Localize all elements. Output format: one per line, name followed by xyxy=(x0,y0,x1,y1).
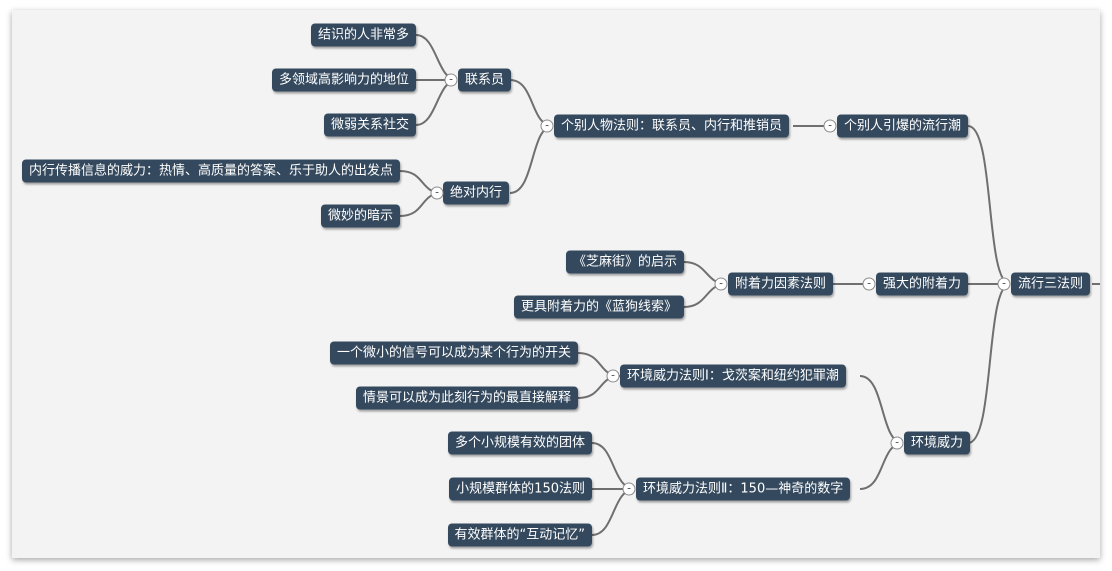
topic-node[interactable]: 附着力因素法则 xyxy=(728,272,834,296)
leaf-node[interactable]: 多领域高影响力的地位 xyxy=(271,68,416,92)
leaf-node[interactable]: 微妙的暗示 xyxy=(320,204,400,228)
branch-node[interactable]: 个别人引爆的流行潮 xyxy=(837,114,969,138)
subtopic-node[interactable]: 联系员 xyxy=(458,68,512,92)
branch-node[interactable]: 环境威力 xyxy=(904,431,971,455)
collapse-toggle[interactable]: - xyxy=(890,436,904,450)
collapse-toggle[interactable]: - xyxy=(540,119,554,133)
leaf-node[interactable]: 有效群体的“互动记忆” xyxy=(447,523,592,547)
collapse-toggle[interactable]: - xyxy=(444,73,458,87)
root-node[interactable]: 流行三法则 xyxy=(1011,272,1091,296)
collapse-toggle[interactable]: - xyxy=(430,186,444,200)
leaf-node[interactable]: 微弱关系社交 xyxy=(323,113,416,137)
leaf-node[interactable]: 结识的人非常多 xyxy=(310,23,416,47)
collapse-toggle[interactable]: - xyxy=(606,369,620,383)
collapse-toggle[interactable]: - xyxy=(862,277,876,291)
subtopic-node[interactable]: 绝对内行 xyxy=(443,181,510,205)
collapse-toggle[interactable]: - xyxy=(714,277,728,291)
leaf-node[interactable]: 内行传播信息的威力：热情、高质量的答案、乐于助人的出发点 xyxy=(21,159,400,183)
topic-node[interactable]: 个别人物法则：联系员、内行和推销员 xyxy=(554,114,790,138)
leaf-node[interactable]: 一个微小的信号可以成为某个行为的开关 xyxy=(329,341,578,365)
collapse-toggle[interactable]: - xyxy=(997,277,1011,291)
collapse-toggle[interactable]: - xyxy=(622,482,636,496)
topic-node[interactable]: 环境威力法则Ⅱ：150—神奇的数字 xyxy=(636,477,851,501)
branch-node[interactable]: 强大的附着力 xyxy=(876,272,969,296)
topic-node[interactable]: 环境威力法则Ⅰ：戈茨案和纽约犯罪潮 xyxy=(620,364,846,388)
leaf-node[interactable]: 小规模群体的150法则 xyxy=(449,477,592,501)
leaf-node[interactable]: 更具附着力的《蓝狗线索》 xyxy=(513,295,684,319)
leaf-node[interactable]: 《芝麻街》的启示 xyxy=(565,250,684,274)
collapse-toggle[interactable]: - xyxy=(823,119,837,133)
leaf-node[interactable]: 多个小规模有效的团体 xyxy=(447,431,592,455)
leaf-node[interactable]: 情景可以成为此刻行为的最直接解释 xyxy=(355,386,578,410)
